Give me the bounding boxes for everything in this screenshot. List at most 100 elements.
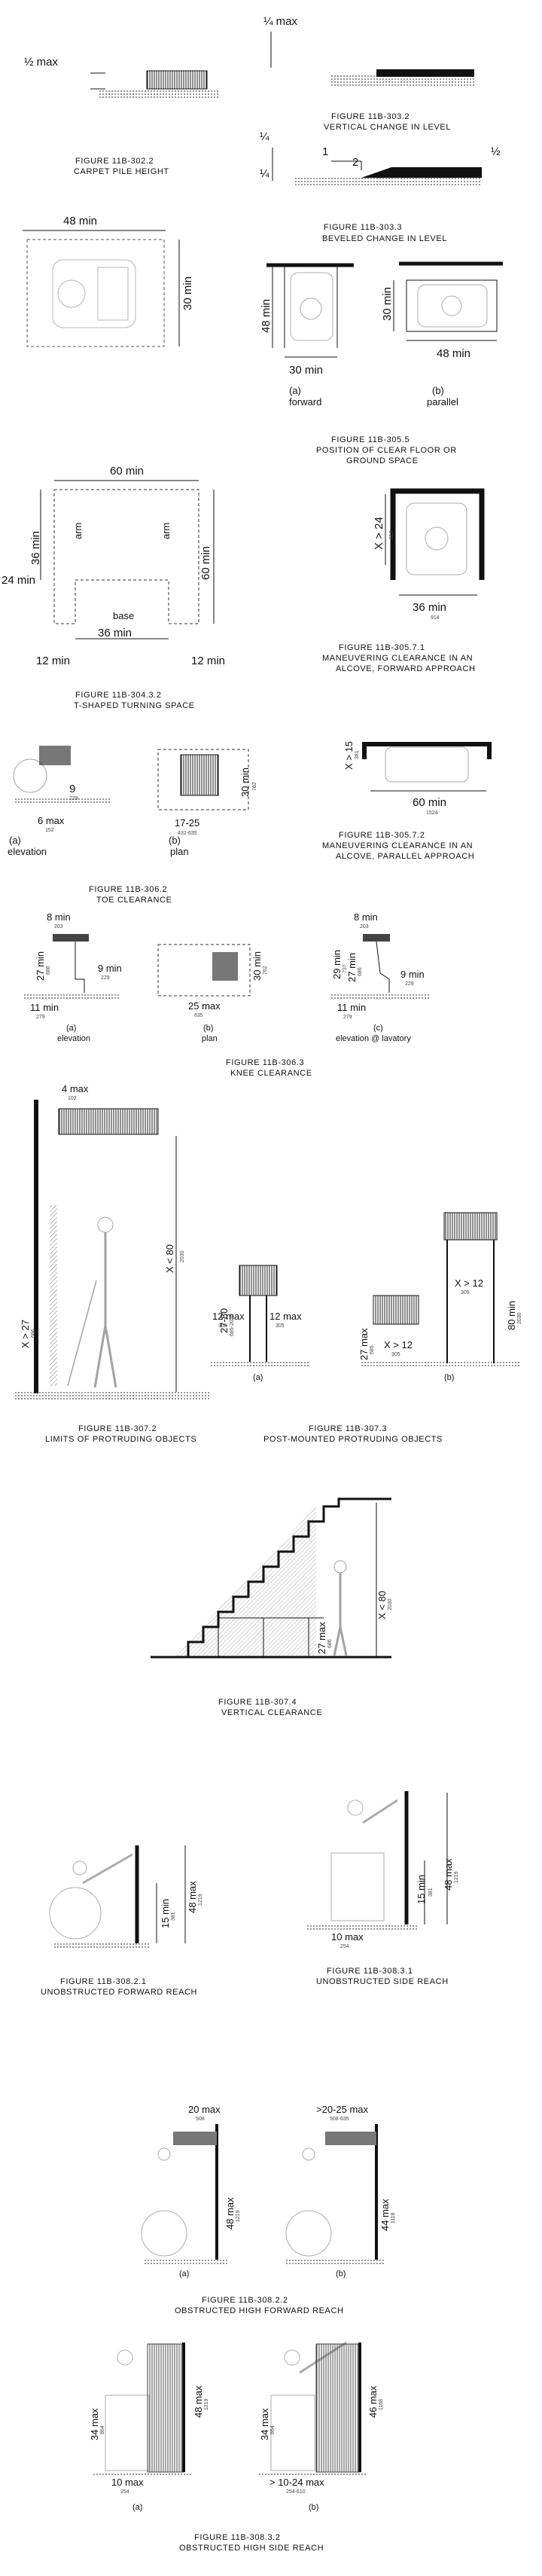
caption-306-3-number: FIGURE 11B-306.3: [226, 1058, 304, 1067]
dim-knee-9: 9 min: [98, 963, 122, 974]
wheelchair-obstructed-b-icon: [285, 2147, 332, 2257]
dim-side-15-mm: 381: [428, 1888, 434, 1897]
dim-obf-a-48: 48 max: [224, 2197, 236, 2230]
dim-alcove-x15-mm: 381: [355, 750, 360, 759]
dim-lav-29: 29 min: [331, 950, 343, 979]
dim-t-24: 24 min: [2, 574, 35, 587]
dim-alcove-36: 36 min: [413, 601, 446, 614]
wheelchair-plan-icon: [52, 259, 136, 328]
dim-toe-range: 17-25: [175, 817, 199, 829]
slope-run: 2: [352, 156, 358, 169]
toe-plan-hatch: [180, 754, 219, 796]
tag-obs-b: (b): [309, 2503, 318, 2512]
caption-305-7-1-title-2: ALCOVE, FORWARD APPROACH: [336, 664, 476, 673]
caption-303-2-number: FIGURE 11B-303.2: [331, 112, 410, 121]
dim-pile-max: ½ max: [24, 56, 59, 69]
tag-post-a: (a): [253, 1373, 263, 1382]
dim-obs-b-34: 34 max: [259, 2408, 270, 2440]
dim-alcove-36-mm: 914: [431, 615, 440, 621]
caption-308-2-1-number: FIGURE 11B-308.2.1: [60, 1977, 147, 1986]
dim-forward-48: 48 min: [260, 299, 273, 333]
caption-305-7-2-number: FIGURE 11B-305.7.2: [339, 831, 425, 840]
dim-vert-27: 27 max: [316, 1622, 327, 1654]
knee-elevation: 8 min 203 27 min 686 9 min 229 11 min 27…: [23, 911, 122, 1043]
tag-obf-b: (b): [336, 2269, 346, 2278]
tag-forward: (a): [289, 385, 301, 396]
dim-obf-b-44-mm: 1118: [391, 2212, 396, 2223]
position-parallel: 30 min 48 min (b) parallel: [381, 261, 503, 407]
dim-fwd-15: 15 min: [160, 1899, 171, 1928]
dim-protrude-x80: X < 80: [164, 1244, 175, 1273]
stair-profile: [173, 1497, 391, 1659]
dim-knee-8-mm: 203: [54, 924, 63, 929]
protruding-object: [58, 1108, 159, 1135]
dim-knee-plan-30: 30 min: [251, 951, 263, 981]
dim-obs-b-1024-mm: 254-610: [286, 2489, 306, 2495]
wheelchair-alcove-parallel-icon: [385, 746, 469, 783]
wheelchair-parallel-icon: [417, 284, 488, 328]
dim-lav-11: 11 min: [337, 1002, 366, 1013]
tag-post-b: (b): [444, 1373, 454, 1382]
dim-obf-b-2025-mm: 508-635: [330, 2117, 349, 2122]
post-mounted-b: 27 max 685 X > 12 305 X > 12 305 80 min …: [358, 1212, 522, 1382]
knee-lavatory: 8 min 203 29 min 737 27 min 686 9 min 22…: [331, 911, 429, 1043]
dim-obs-a-48: 48 max: [193, 2385, 204, 2418]
dim-post-b-x12b-mm: 305: [461, 1290, 470, 1296]
tag-toe-elevation: (a): [9, 835, 21, 846]
tag-knee-lavatory: (c): [373, 1024, 383, 1033]
dim-obs-a-34-mm: 864: [100, 2425, 105, 2434]
dim-post-a-range-mm: 685-2030: [230, 1314, 235, 1336]
floor-surface: [98, 89, 218, 99]
caption-306-2-number: FIGURE 11B-306.2: [89, 885, 167, 894]
dim-lav-27: 27 min: [346, 953, 358, 982]
caption-307-3-number: FIGURE 11B-307.3: [309, 1424, 387, 1433]
dim-obf-b-44: 44 max: [379, 2199, 391, 2231]
dim-knee-11: 11 min: [30, 1002, 59, 1013]
dim-post-b-80: 80 min: [506, 1301, 517, 1330]
dim-side-10-mm: 254: [340, 1944, 349, 1949]
dim-post-a-12r: 12 max: [269, 1311, 302, 1322]
dim-obs-b-34-mm: 864: [270, 2425, 276, 2434]
caption-307-2-number: FIGURE 11B-307.2: [78, 1424, 157, 1433]
label-forward: forward: [289, 396, 321, 407]
label-toe-plan: plan: [170, 846, 189, 857]
dim-lav-9: 9 min: [400, 969, 425, 980]
post-mounted-a: 27-80 685-2030 12 max 305 12 max 305 (a): [211, 1265, 309, 1382]
dim-protrude-x27: X > 27: [20, 1320, 31, 1348]
dim-side-15: 15 min: [416, 1875, 427, 1904]
dim-post-b-x12b: X > 12: [455, 1277, 483, 1289]
figure-t-shaped-turning-space: 60 min 36 min 60 min 24 min arm arm base…: [2, 465, 225, 710]
dim-post-a-12l-mm: 305: [218, 1323, 227, 1329]
dim-obs-a-34: 34 max: [89, 2408, 100, 2440]
dim-protrude-4-mm: 102: [68, 1096, 77, 1101]
caption-307-3-title: POST-MOUNTED PROTRUDING OBJECTS: [263, 1435, 443, 1444]
tag-toe-plan: (b): [169, 835, 181, 846]
tag-obf-a: (a): [179, 2269, 189, 2278]
figure-alcove-forward-approach: X > 24 610 36 min 914 FIGURE 11B-305.7.1…: [322, 488, 485, 673]
caption-308-3-2-number: FIGURE 11B-308.3.2: [194, 2533, 281, 2542]
tag-parallel: (b): [432, 385, 444, 396]
figure-toe-clearance: 9 229 6 max 152 (a) elevation 30 min 762…: [8, 746, 257, 905]
dim-vert-80: X < 80: [376, 1591, 388, 1619]
label-arm-left: arm: [72, 523, 84, 539]
dim-obf-a-48-mm: 1219: [236, 2210, 241, 2222]
dim-toe-6: 6 max: [38, 815, 65, 826]
dim-t-left-foot: 12 min: [36, 655, 70, 667]
dim-t-top: 60 min: [110, 465, 144, 478]
dim-post-b-x12a-mm: 305: [391, 1352, 400, 1357]
dim-48-min: 48 min: [63, 215, 97, 227]
figure-obstructed-side-reach: 34 max 864 48 max 1219 10 max 254 (a) 34…: [89, 2341, 384, 2553]
obstructed-side-b: 34 max 864 46 max 1168 > 10-24 max 254-6…: [259, 2341, 384, 2512]
caption-308-2-2-number: FIGURE 11B-308.2.2: [202, 2296, 288, 2305]
tag-knee-plan: (b): [203, 1024, 213, 1033]
dim-post-b-x12a: X > 12: [384, 1339, 413, 1351]
caption-308-3-1-title: UNOBSTRUCTED SIDE REACH: [316, 1977, 449, 1986]
knee-plan: 30 min 762 25 max 635 (b) plan: [157, 944, 268, 1043]
label-base: base: [113, 610, 134, 621]
caption-305-7-1-title: MANEUVERING CLEARANCE IN AN: [322, 654, 473, 663]
dim-lav-9-mm: 229: [405, 981, 414, 987]
counter-elevation: [39, 746, 71, 765]
obstructed-forward-b: >20-25 max 508-635 44 max 1118 (b): [285, 2104, 396, 2278]
caption-307-4-number: FIGURE 11B-307.4: [218, 1698, 297, 1707]
dim-knee-plan-25: 25 max: [188, 1000, 221, 1012]
